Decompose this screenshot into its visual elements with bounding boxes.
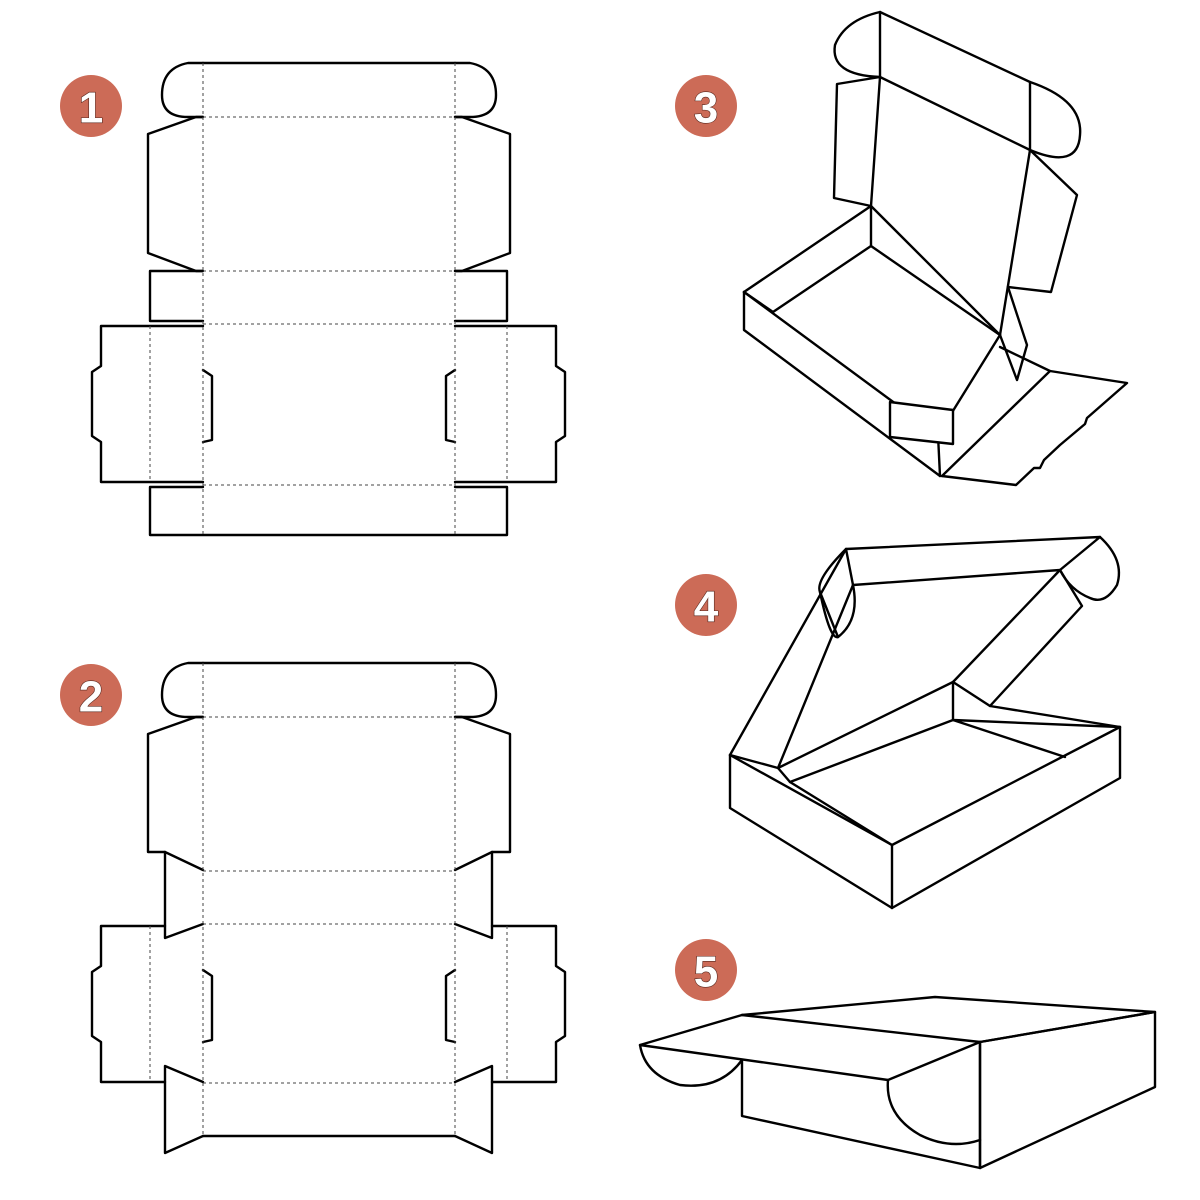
badge-circle	[60, 664, 122, 726]
badge-number: 3	[694, 84, 718, 133]
badge-number: 5	[694, 948, 718, 997]
step-badge-2: 2	[60, 664, 122, 726]
step-badge-5: 5	[675, 939, 737, 1001]
step-badge-1: 1	[60, 75, 122, 137]
step-1-flat-dieline	[90, 61, 567, 537]
badge-number: 4	[694, 583, 719, 632]
step-badge-4: 4	[675, 574, 737, 636]
badge-circle	[60, 75, 122, 137]
badge-circle	[675, 75, 737, 137]
badge-circle	[675, 574, 737, 636]
badge-circle	[675, 939, 737, 1001]
badge-number: 2	[79, 673, 103, 722]
step-4-lid-open	[728, 535, 1122, 910]
badge-number: 1	[79, 84, 103, 133]
step-5-closed	[638, 995, 1157, 1170]
step-badge-3: 3	[675, 75, 737, 137]
step-2-flat-dieline-flaps	[90, 661, 567, 1155]
step-3-partial-fold	[742, 10, 1129, 487]
